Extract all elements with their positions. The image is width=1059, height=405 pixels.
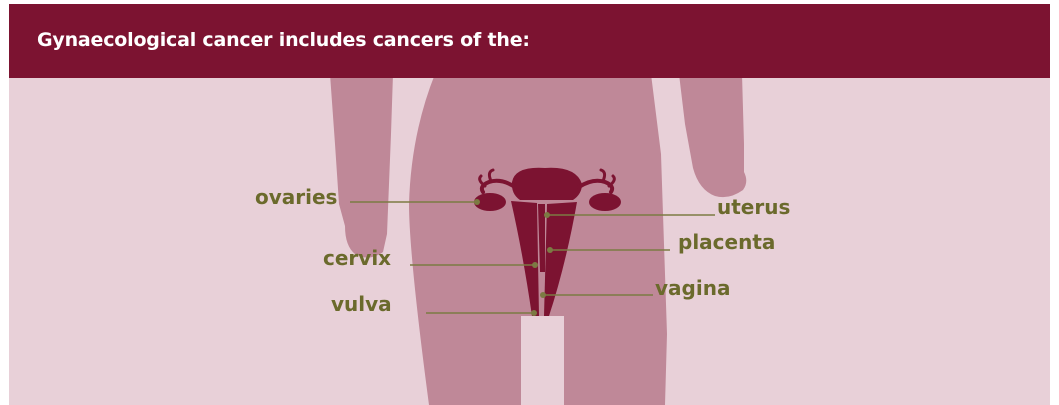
ovary-right bbox=[589, 193, 621, 211]
marker-vagina bbox=[540, 292, 546, 298]
marker-uterus bbox=[544, 212, 550, 218]
label-vulva: vulva bbox=[331, 294, 392, 314]
header-banner: Gynaecological cancer includes cancers o… bbox=[9, 4, 1050, 78]
uterus-shape bbox=[512, 168, 582, 200]
label-uterus: uterus bbox=[717, 197, 790, 217]
header-title: Gynaecological cancer includes cancers o… bbox=[37, 29, 530, 51]
label-cervix: cervix bbox=[323, 248, 391, 268]
label-placenta: placenta bbox=[678, 232, 775, 252]
torso bbox=[409, 74, 667, 405]
label-vagina: vagina bbox=[655, 278, 730, 298]
marker-placenta bbox=[547, 247, 553, 253]
illustration-panel: Gynaecological cancer includes cancers o… bbox=[9, 4, 1050, 405]
right-arm bbox=[679, 74, 746, 197]
marker-cervix bbox=[532, 262, 538, 268]
label-ovaries: ovaries bbox=[255, 187, 337, 207]
left-arm bbox=[330, 74, 393, 258]
marker-ovaries bbox=[474, 199, 480, 205]
marker-vulva bbox=[531, 310, 537, 316]
